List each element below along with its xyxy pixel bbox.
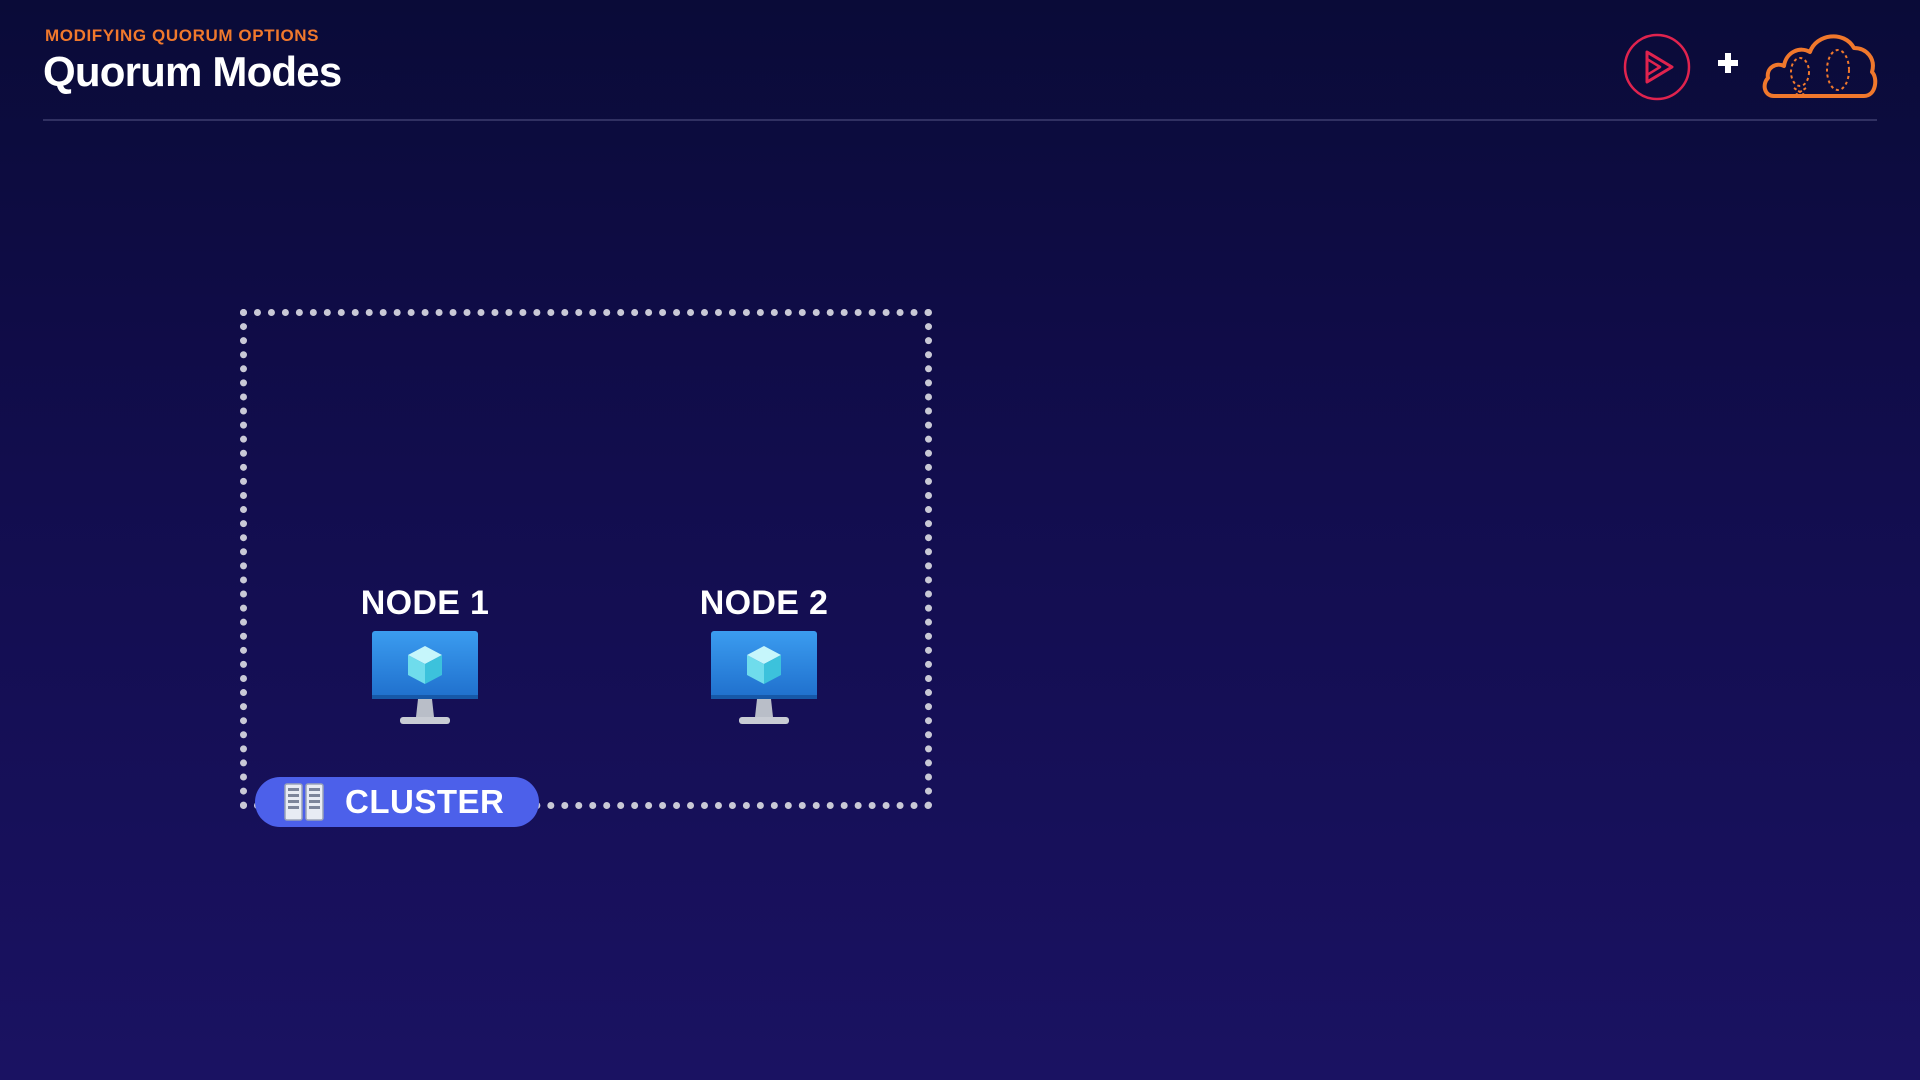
- server-rack-icon: [284, 783, 324, 821]
- cluster-label: CLUSTER: [345, 783, 505, 820]
- plus-icon: [1718, 53, 1738, 73]
- section-eyebrow: MODIFYING QUORUM OPTIONS: [45, 26, 320, 45]
- node-1-label: NODE 1: [360, 584, 490, 622]
- cluster-badge: CLUSTER: [255, 777, 539, 827]
- node-2-label: NODE 2: [699, 584, 829, 622]
- monitor-cube-icon: [372, 631, 478, 724]
- cluster-boundary: [240, 309, 932, 809]
- page-title: Quorum Modes: [43, 48, 342, 95]
- play-logo-icon: [1623, 33, 1691, 101]
- cloud-logo-icon: [1762, 34, 1878, 98]
- header-divider: [43, 119, 1877, 121]
- monitor-cube-icon: [711, 631, 817, 724]
